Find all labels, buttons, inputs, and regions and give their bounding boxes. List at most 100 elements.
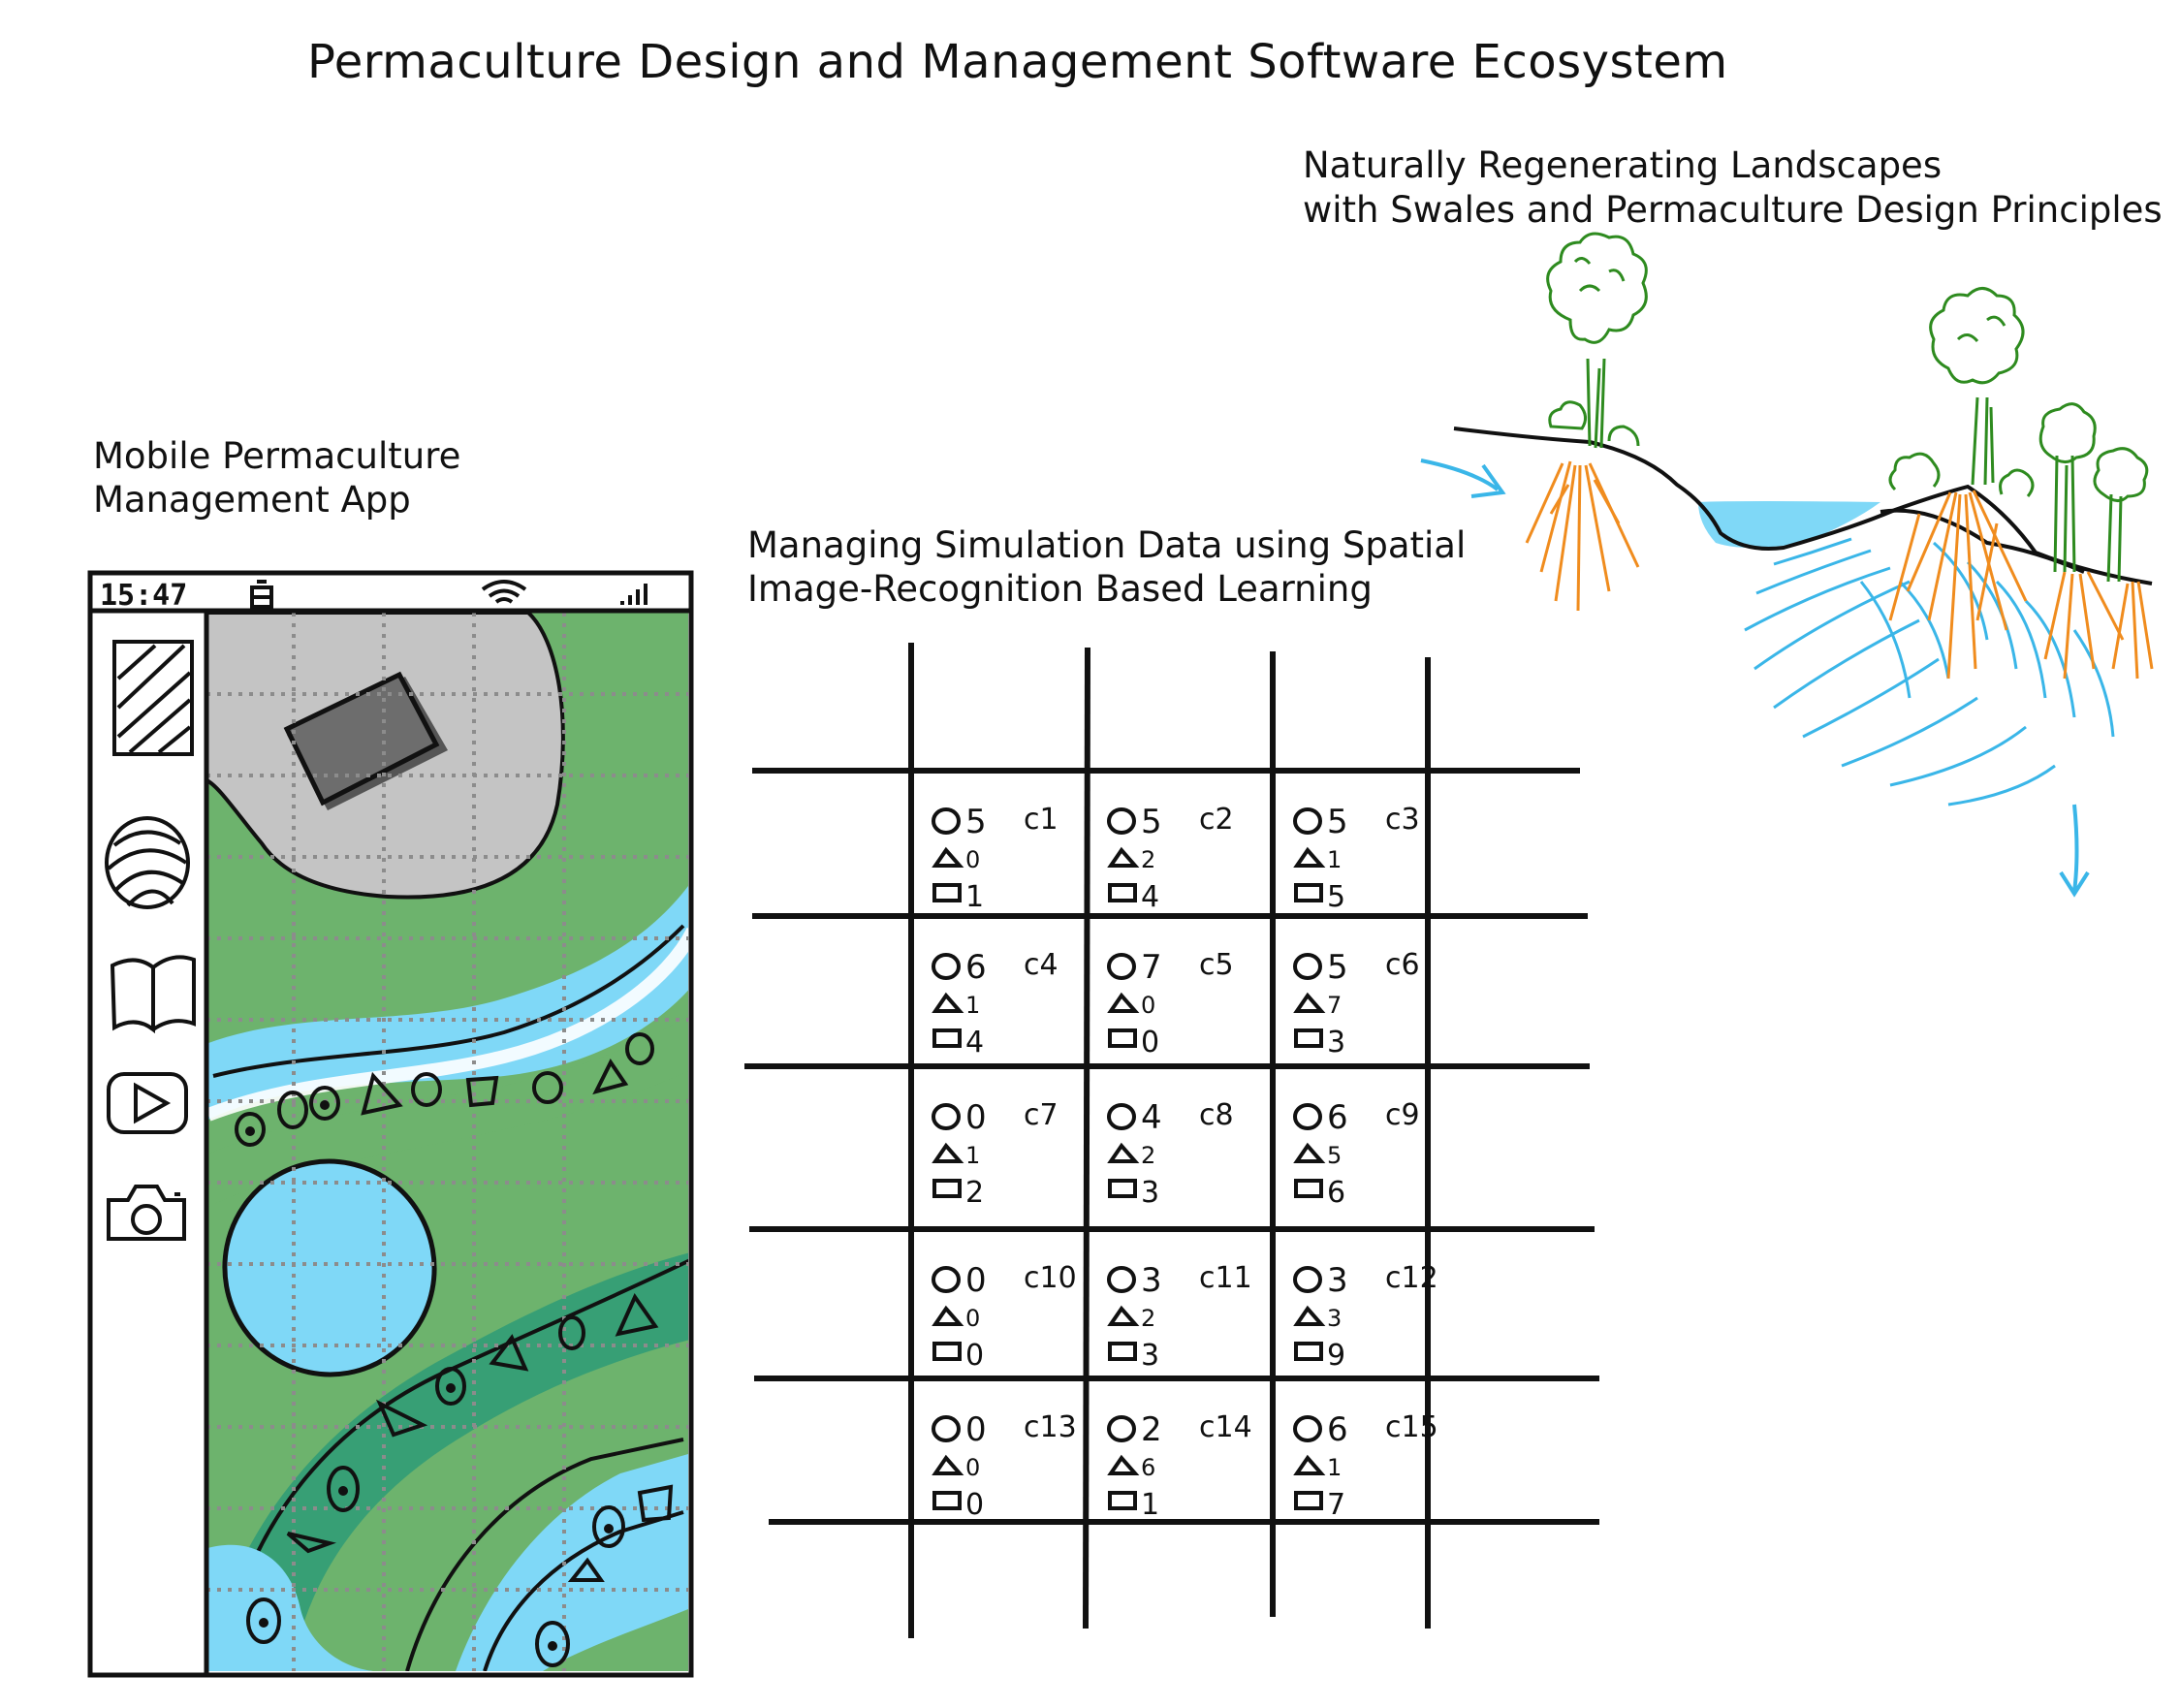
cell-label: c1 [1024, 803, 1058, 837]
square-symbol [932, 1491, 962, 1510]
signal-icon [620, 584, 648, 605]
cell-label: c15 [1385, 1410, 1438, 1444]
triangle-symbol [932, 846, 964, 868]
map-view[interactable] [199, 601, 703, 1677]
circle-symbol [1107, 953, 1136, 980]
triangle-symbol [1107, 1305, 1140, 1326]
square-symbol [932, 1028, 962, 1048]
square-symbol [932, 1342, 962, 1361]
cell-label: c4 [1024, 948, 1058, 982]
app-caption-line1: Mobile Permaculture [93, 435, 461, 477]
circle-symbol [1107, 807, 1136, 835]
circle-symbol [1293, 1103, 1322, 1130]
plant-symbols-lower [246, 1292, 674, 1667]
simulation-caption: Managing Simulation Data using Spatial I… [747, 523, 1466, 611]
triangle-symbol [1293, 992, 1326, 1013]
circle-symbol [1107, 1103, 1136, 1130]
square-count: 0 [965, 1488, 984, 1522]
play-icon[interactable] [107, 1072, 188, 1134]
circle-symbol [932, 1415, 961, 1442]
main-title: Permaculture Design and Management Softw… [307, 35, 1728, 89]
planet-icon[interactable] [105, 816, 190, 909]
grid-cell: 6 c4 1 4 [932, 948, 1058, 1060]
landscape-caption-line2: with Swales and Permaculture Design Prin… [1303, 189, 2163, 231]
triangle-symbol [1107, 1454, 1140, 1475]
circle-count: 7 [1141, 948, 1162, 987]
triangle-symbol [932, 992, 964, 1013]
simulation-grid [744, 643, 1599, 1638]
circle-count: 5 [965, 803, 987, 841]
triangle-count: 1 [965, 1142, 980, 1169]
triangle-count: 3 [1327, 1305, 1342, 1332]
hatched-map-icon[interactable] [112, 640, 194, 756]
triangle-count: 1 [965, 992, 980, 1019]
circle-symbol [1293, 953, 1322, 980]
square-count: 1 [965, 880, 984, 914]
triangle-symbol [1107, 992, 1140, 1013]
triangle-count: 7 [1327, 992, 1342, 1019]
circle-count: 0 [965, 1098, 987, 1137]
cell-label: c7 [1024, 1098, 1058, 1132]
circle-count: 6 [1327, 1098, 1348, 1137]
square-symbol [1294, 1028, 1323, 1048]
cell-label: c3 [1385, 803, 1420, 837]
triangle-count: 1 [1327, 1454, 1342, 1481]
cell-label: c8 [1199, 1098, 1234, 1132]
swale-water-upper [206, 885, 688, 1122]
square-symbol [1108, 1179, 1137, 1198]
grid-cell: 5 c1 0 1 [932, 803, 1058, 914]
triangle-count: 0 [965, 846, 980, 873]
circle-count: 6 [1327, 1410, 1348, 1449]
camera-icon[interactable] [107, 1185, 186, 1241]
circle-count: 6 [965, 948, 987, 987]
outflow-arrow [2059, 804, 2090, 898]
status-time: 15:47 [100, 579, 187, 613]
square-count: 6 [1327, 1176, 1345, 1210]
grid-cell: 4 c8 2 3 [1107, 1098, 1234, 1210]
square-count: 3 [1141, 1176, 1159, 1210]
cell-label: c14 [1199, 1410, 1252, 1444]
trees [1546, 232, 2149, 583]
cell-label: c12 [1385, 1261, 1438, 1295]
phone-frame [87, 570, 694, 1678]
circle-symbol [1107, 1266, 1136, 1293]
square-count: 7 [1327, 1488, 1345, 1522]
triangle-count: 2 [1141, 846, 1155, 873]
triangle-symbol [1107, 1142, 1140, 1163]
swale-pond [1698, 501, 1880, 548]
square-count: 5 [1327, 880, 1345, 914]
circle-symbol [932, 1103, 961, 1130]
circle-count: 3 [1327, 1261, 1348, 1300]
simulation-caption-line2: Image-Recognition Based Learning [747, 568, 1373, 610]
phone-mockup: 15:47 [87, 570, 703, 1678]
square-count: 4 [965, 1026, 984, 1060]
square-symbol [1108, 1028, 1137, 1048]
cell-label: c11 [1199, 1261, 1252, 1295]
triangle-symbol [932, 1305, 964, 1326]
square-symbol [1294, 1179, 1323, 1198]
triangle-count: 0 [1141, 992, 1155, 1019]
landscape-caption-line1: Naturally Regenerating Landscapes [1303, 144, 1943, 186]
square-count: 0 [1141, 1026, 1159, 1060]
cell-label: c5 [1199, 948, 1234, 982]
book-icon[interactable] [110, 955, 196, 1034]
triangle-count: 5 [1327, 1142, 1342, 1169]
triangle-symbol [932, 1142, 964, 1163]
circle-symbol [932, 953, 961, 980]
square-symbol [1294, 1342, 1323, 1361]
plant-symbols-upper [235, 1032, 654, 1147]
landscape-caption: Naturally Regenerating Landscapes with S… [1303, 143, 2163, 233]
circle-count: 4 [1141, 1098, 1162, 1137]
square-symbol [1108, 1342, 1137, 1361]
square-symbol [1108, 1491, 1137, 1510]
triangle-count: 2 [1141, 1142, 1155, 1169]
